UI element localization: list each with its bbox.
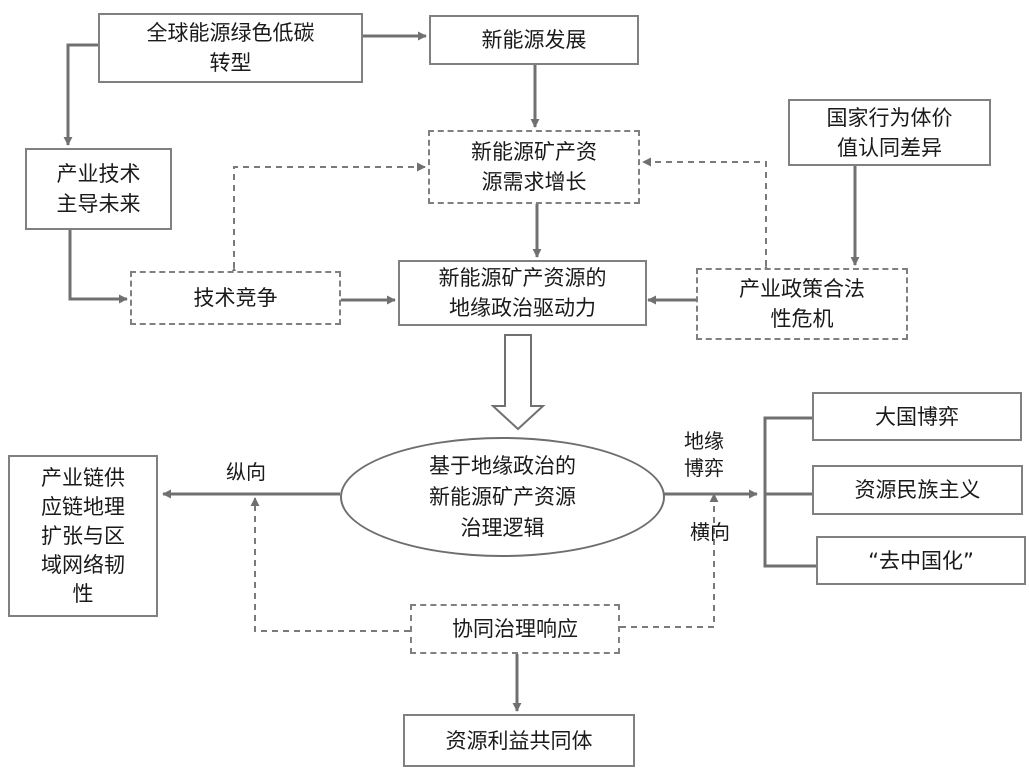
node-tech-competition: 技术竞争 [130,271,341,325]
node-geopolitical-driver: 新能源矿产资源的 地缘政治驱动力 [398,260,647,326]
node-policy-legitimacy-crisis: 产业政策合法 性危机 [696,268,908,340]
node-new-energy-development: 新能源发展 [429,15,639,65]
arrow-industrytech-to-techcomp [68,229,128,304]
node-resource-nationalism: 资源民族主义 [812,465,1023,515]
node-de-sinicization: “去中国化” [816,536,1026,585]
node-governance-logic: 基于地缘政治的 新能源矿产资源 治理逻辑 [340,437,665,557]
label-vertical: 纵向 [226,460,266,484]
node-industry-tech-future: 产业技术 主导未来 [25,148,172,230]
hollow-down-arrow [490,334,546,431]
node-national-values-diff: 国家行为体价 值认同差异 [788,99,991,166]
node-global-transition: 全球能源绿色低碳 转型 [98,13,363,83]
node-great-power-game: 大国博弈 [812,392,1022,441]
dashed-arrow-collab-to-vertical [250,497,410,632]
node-resource-community: 资源利益共同体 [403,714,635,767]
node-supply-chain-resilience: 产业链供 应链地理 扩张与区 域网络韧 性 [8,455,158,617]
dashed-arrow-techcomp-demand [229,162,426,277]
node-mineral-demand-growth: 新能源矿产资 源需求增长 [428,130,640,204]
arrow-global-to-industrytech [63,43,98,146]
label-horizontal: 横向 [690,520,730,544]
node-collaborative-response: 协同治理响应 [410,604,620,654]
label-geopolitical-game: 地缘 博弈 [684,429,724,480]
dashed-arrow-policycrisis-demand [642,157,771,275]
dashed-arrow-collab-to-horizontal [620,493,719,628]
bracket-right-group [763,416,816,568]
